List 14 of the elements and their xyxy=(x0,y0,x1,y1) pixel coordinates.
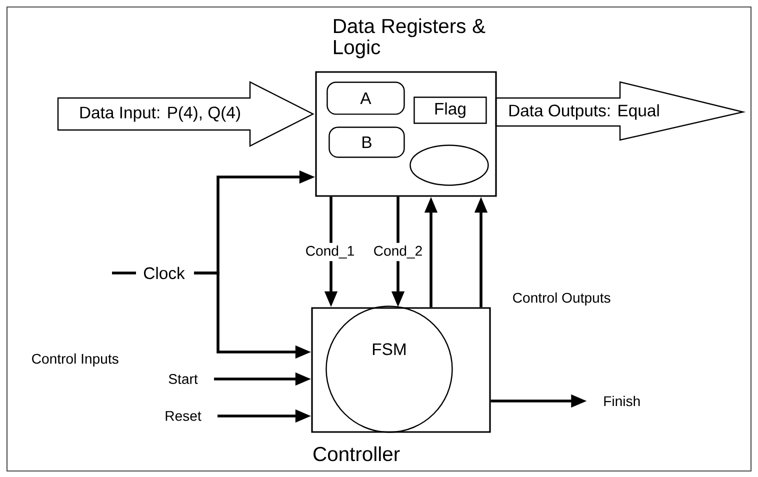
node-label: Data Registers & Logic xyxy=(334,18,486,58)
register-box: B xyxy=(328,126,405,158)
edge-label: Cond_1 xyxy=(302,242,358,262)
annotation-label: Control Inputs xyxy=(32,353,118,367)
input-label: Start xyxy=(168,374,198,384)
clock-label: Clock xyxy=(144,266,185,280)
edge-label: Cond_2 xyxy=(370,242,426,262)
flag-box: Flag xyxy=(414,96,487,124)
annotation-label: Control Outputs xyxy=(513,292,610,306)
logic-ellipse xyxy=(410,144,489,186)
node-label: Controller xyxy=(314,446,400,462)
input-label: Reset xyxy=(166,411,202,421)
register-box: A xyxy=(326,82,405,115)
output-label: Finish xyxy=(604,396,640,406)
